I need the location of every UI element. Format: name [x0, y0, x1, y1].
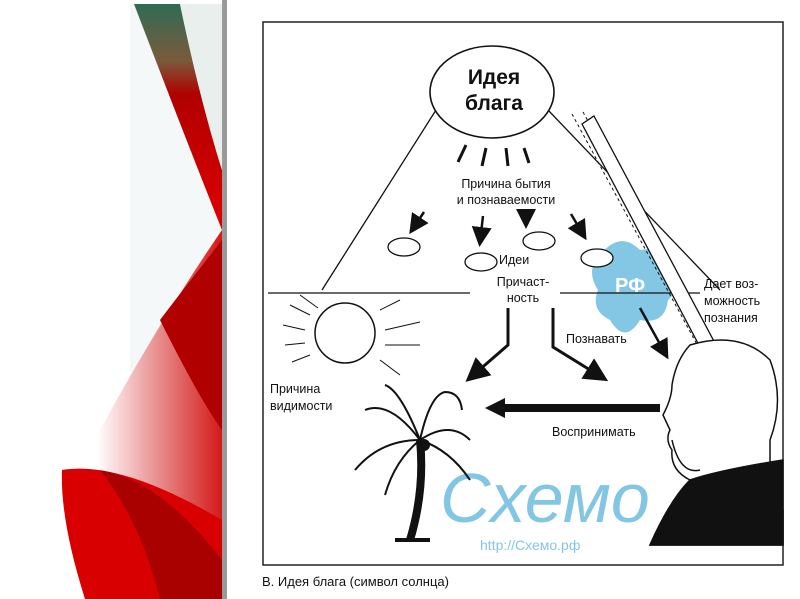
watermark-url: http://Схемо.рф — [480, 537, 580, 553]
cause-of-visibility-label-1: Причина — [270, 382, 320, 396]
cause-of-being-label-1: Причина бытия — [461, 177, 550, 191]
diagram-frame — [262, 21, 784, 566]
sun-icon — [314, 302, 376, 364]
cause-of-being-label-2: и познаваемости — [457, 193, 556, 207]
cause-of-visibility-label-2: видимости — [270, 399, 332, 413]
idea-of-good-label-2: блага — [465, 92, 523, 115]
gives-possibility-label-1: Дает воз- — [704, 277, 758, 291]
philosopher-head-icon — [648, 339, 784, 546]
watermark-badge: РФ — [615, 275, 645, 297]
watermark-logo: Схемо — [440, 459, 650, 537]
ideas-ovals — [387, 231, 614, 272]
idea-of-good-oval — [429, 45, 555, 139]
idea-of-good-label-1: Идея — [468, 66, 520, 89]
perceive-arrow — [485, 398, 660, 418]
palm-tree-icon — [354, 384, 471, 542]
decorative-ribbon-band — [61, 4, 222, 599]
gives-possibility-label-3: познания — [704, 311, 758, 325]
participation-label-1: Причаст- — [497, 275, 550, 289]
ideas-label: Идеи — [499, 253, 529, 267]
to-know-label: Познавать — [566, 332, 627, 346]
watermark: Схемо http://Схемо.рф РФ — [440, 241, 679, 553]
gives-possibility-label-2: можность — [704, 294, 760, 308]
participation-label-2: ность — [507, 291, 539, 305]
to-perceive-label: Воспринимать — [552, 425, 636, 439]
slide-divider — [222, 0, 227, 599]
diagram-caption: В. Идея блага (символ солнца) — [262, 574, 449, 589]
